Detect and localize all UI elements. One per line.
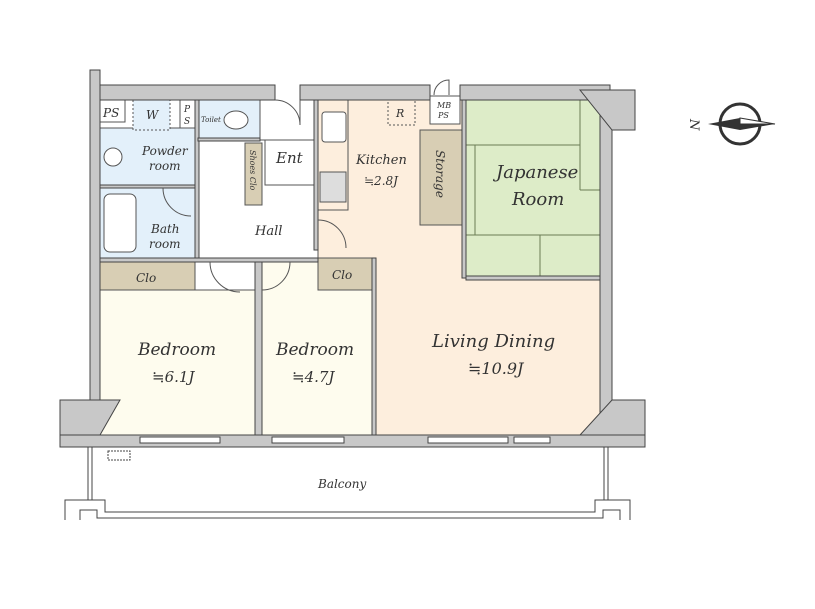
label-w: W bbox=[146, 108, 160, 122]
sink-icon bbox=[103, 147, 123, 167]
ent-area bbox=[264, 139, 319, 186]
label-mb: MB bbox=[436, 101, 451, 110]
toilet-icon bbox=[223, 110, 249, 130]
label-bedroom-mid: Bedroom bbox=[275, 340, 354, 360]
label-kitchen-size: ≒2.8J bbox=[364, 174, 399, 188]
mbps-box bbox=[429, 95, 461, 125]
label-closet-left: Clo bbox=[136, 271, 156, 285]
bathtub-icon bbox=[103, 193, 137, 253]
compass-north-label: N bbox=[686, 118, 701, 131]
label-balcony: Balcony bbox=[317, 477, 366, 491]
stove-icon bbox=[319, 171, 347, 203]
closet-middle-area bbox=[317, 257, 373, 291]
washer-area bbox=[132, 99, 171, 131]
label-r: R bbox=[395, 107, 404, 120]
door-swings bbox=[162, 79, 450, 293]
label-ps: PS bbox=[102, 106, 119, 120]
label-ent: Ent bbox=[275, 149, 304, 167]
water-heater-box bbox=[107, 450, 131, 461]
label-japanese-room: Room bbox=[511, 189, 564, 210]
label-bedroom-left: Bedroom bbox=[137, 340, 216, 360]
label-ps-p: P bbox=[183, 105, 191, 115]
bedroom-middle-area bbox=[261, 261, 373, 436]
label-powder: Powder bbox=[141, 144, 189, 158]
label-hall: Hall bbox=[254, 224, 282, 239]
compass-icon: N bbox=[686, 102, 776, 146]
label-kitchen: Kitchen bbox=[355, 153, 407, 168]
label-shoes-closet: Shoes Clo bbox=[248, 150, 257, 191]
label-storage: Storage bbox=[433, 150, 447, 198]
japanese-room-area bbox=[464, 99, 601, 279]
label-closet-mid: Clo bbox=[332, 268, 352, 282]
label-bedroom-mid-size: ≒4.7J bbox=[292, 368, 335, 386]
kitchen-sink-icon bbox=[321, 111, 347, 143]
shoes-closet-area bbox=[244, 142, 263, 206]
label-mb-ps: PS bbox=[437, 111, 449, 120]
tatami-lines bbox=[465, 100, 600, 278]
label-powder-room: room bbox=[149, 159, 181, 173]
label-bedroom-left-size: ≒6.1J bbox=[152, 368, 195, 386]
label-living-dining-size: ≒10.9J bbox=[468, 359, 525, 378]
windows bbox=[139, 436, 551, 444]
label-toilet: Toilet bbox=[201, 116, 221, 124]
label-japanese: Japanese bbox=[492, 162, 578, 183]
label-bath: Bath bbox=[150, 222, 180, 236]
label-ps-s: S bbox=[184, 117, 190, 127]
label-living-dining: Living Dining bbox=[431, 331, 555, 352]
balcony-outline bbox=[64, 447, 631, 520]
label-bath-room: room bbox=[149, 237, 181, 251]
bedroom-left-area bbox=[99, 289, 256, 436]
